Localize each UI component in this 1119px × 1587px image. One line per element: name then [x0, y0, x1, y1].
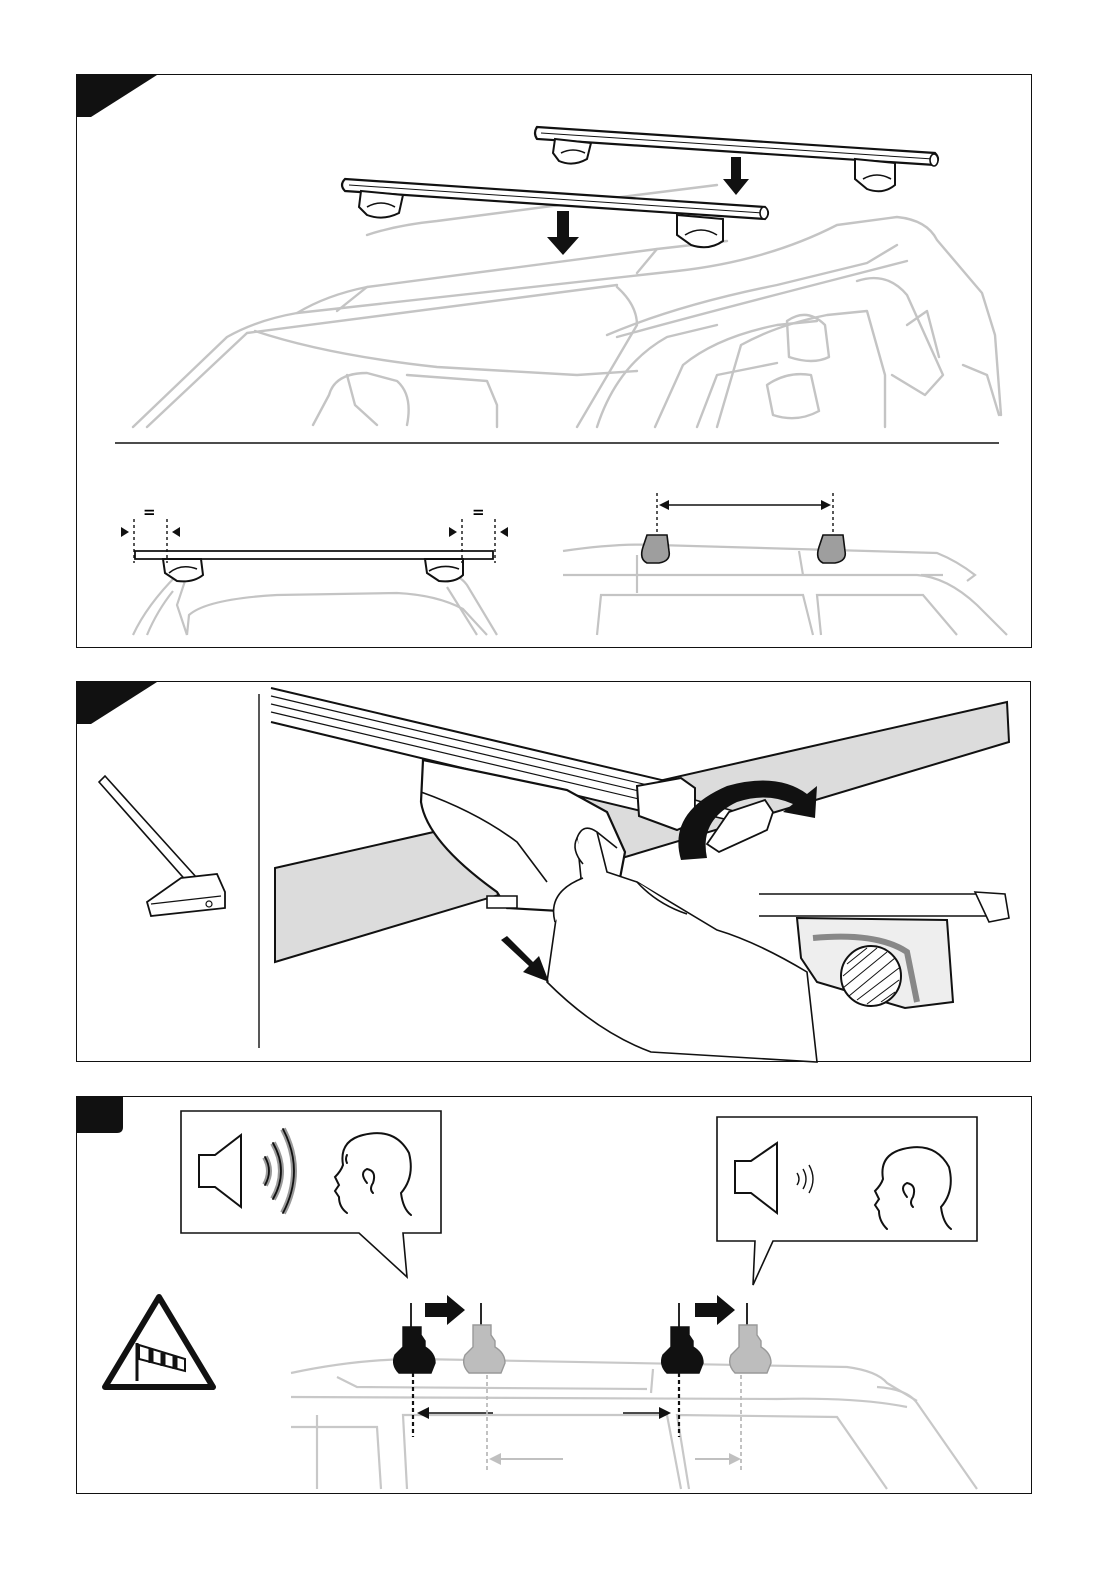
step-marker-triangle — [77, 75, 157, 117]
right-arrow-icon — [425, 1295, 465, 1325]
crosswind-warning-icon — [105, 1297, 213, 1387]
step-3-panel — [76, 1096, 1032, 1494]
step-2-panel — [76, 681, 1031, 1062]
t-handle-key-icon — [99, 776, 225, 916]
equal-sign-left: = — [143, 503, 156, 521]
step-3-illustration — [77, 1097, 1033, 1495]
step-1-panel: = = — [76, 74, 1032, 648]
car-roof-outline — [291, 1359, 977, 1489]
bar-overhang-detail: = = — [121, 503, 508, 635]
hand-icon — [547, 828, 817, 1062]
step-1-illustration: = = — [77, 75, 1033, 649]
callout-quiet — [717, 1117, 977, 1285]
foot-spacing-detail — [563, 493, 1007, 635]
right-arrow-icon — [695, 1295, 735, 1325]
callout-loud — [181, 1111, 441, 1277]
down-arrow-icon — [547, 211, 579, 255]
rear-foot-moved — [695, 1303, 771, 1473]
down-arrow-icon — [723, 157, 749, 195]
step-marker-triangle — [77, 682, 157, 724]
step-marker-tab — [77, 1097, 123, 1133]
equal-sign-right: = — [472, 503, 485, 521]
push-arrow-icon — [501, 936, 549, 982]
step-2-illustration — [77, 682, 1032, 1063]
